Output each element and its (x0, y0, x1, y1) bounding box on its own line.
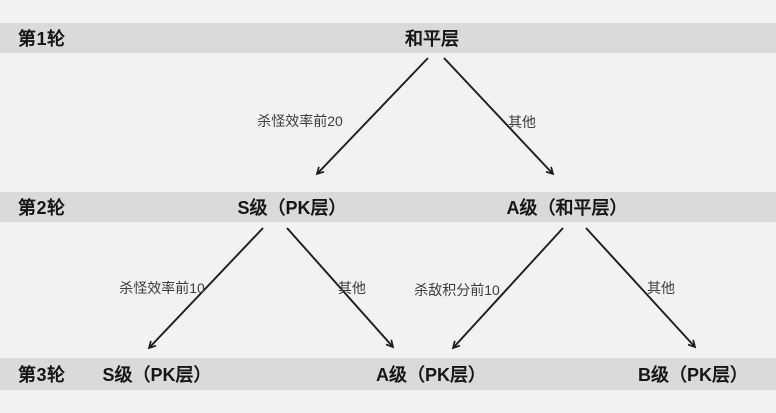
arrow-peace-to-s2 (315, 57, 429, 176)
node-round2-a-peace: A级（和平层） (506, 198, 628, 218)
edge-label-other-2: 其他 (338, 280, 366, 296)
node-round3-b-pk: B级（PK层） (637, 365, 749, 385)
round-3-label: 第3轮 (18, 365, 66, 385)
edge-label-kill-monster-top20: 杀怪效率前20 (257, 113, 343, 129)
node-round3-a-pk: A级（PK层） (375, 365, 487, 385)
round-1-band (0, 23, 776, 53)
round-1-label: 第1轮 (18, 29, 66, 49)
arrow-a2-to-a3 (451, 227, 564, 350)
node-round2-s-pk: S级（PK层） (237, 198, 347, 218)
arrow-a2-to-b3 (585, 227, 697, 349)
edge-label-kill-enemy-top10: 杀敌积分前10 (414, 282, 500, 298)
arrow-s2-to-s3 (147, 227, 264, 350)
node-round3-s-pk: S级（PK层） (102, 365, 212, 385)
arrow-peace-to-a2 (443, 57, 555, 176)
edge-label-kill-monster-top10: 杀怪效率前10 (119, 280, 205, 296)
edge-label-other-3: 其他 (647, 280, 675, 296)
arrow-s2-to-a3 (286, 227, 395, 349)
round-2-label: 第2轮 (18, 198, 66, 218)
node-round1-peace-layer: 和平层 (405, 29, 459, 49)
edge-label-other-1: 其他 (508, 114, 536, 130)
round-2-band (0, 192, 776, 222)
round-3-band (0, 358, 776, 390)
